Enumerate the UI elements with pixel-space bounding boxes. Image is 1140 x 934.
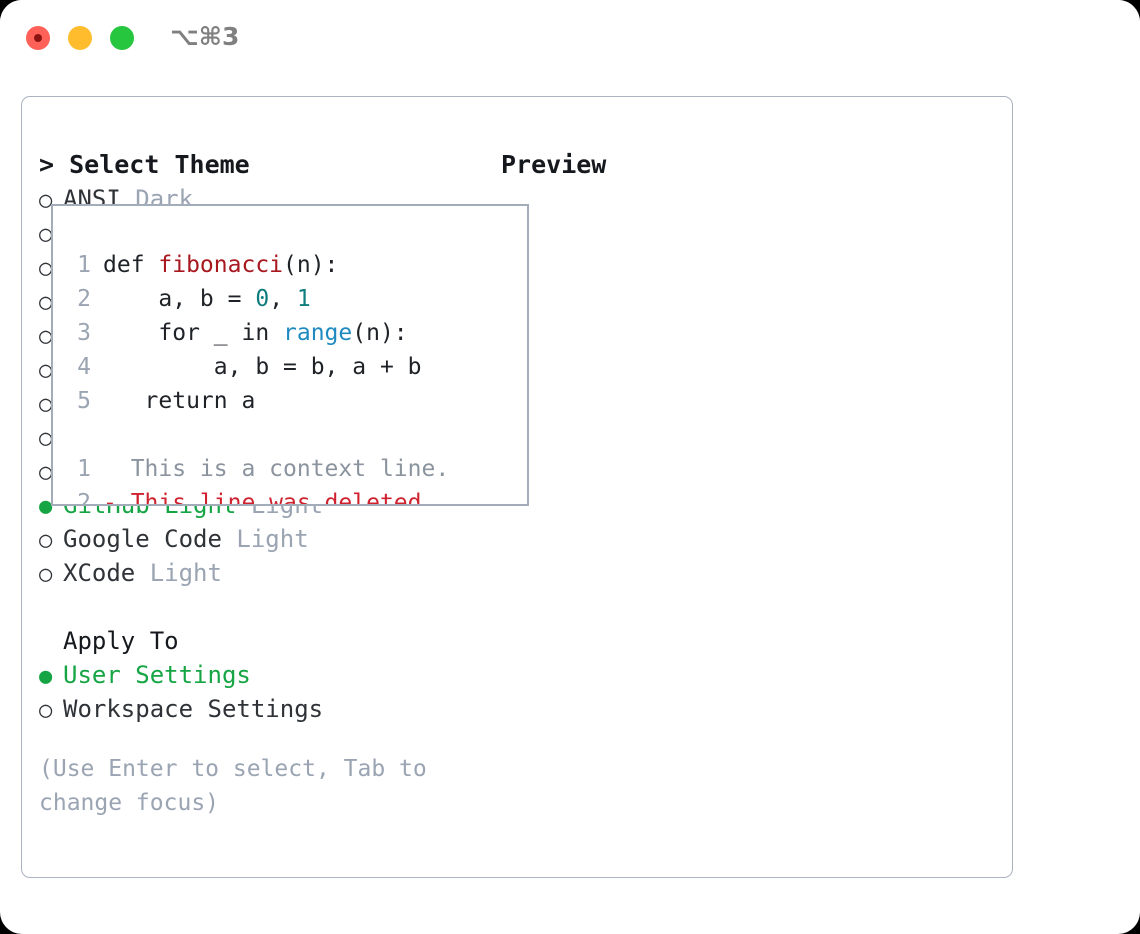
radio-icon: ○: [39, 426, 53, 451]
apply-to-option-label: Workspace Settings: [63, 695, 324, 723]
theme-option-variant: Light: [236, 525, 309, 553]
line-number: 2: [77, 490, 91, 506]
diff-text: This is a context line.: [103, 456, 450, 482]
code-line: 4 a, b = b, a + b: [65, 350, 525, 384]
line-number: 3: [77, 320, 91, 346]
diff-text: - This line was deleted.: [103, 490, 436, 506]
theme-option-suffix: [222, 522, 236, 556]
code-line: 2 a, b = 0 , 1: [65, 282, 525, 316]
radio-icon: ○: [39, 324, 53, 349]
diff-line-context: 1 This is a context line.: [65, 452, 525, 486]
radio-icon: ○: [39, 392, 53, 417]
code-segment: ,: [269, 286, 297, 312]
line-number: 2: [77, 286, 91, 312]
theme-option-label: XCode: [63, 559, 136, 587]
code-segment-call: range: [283, 320, 353, 346]
code-preview: 1 def fibonacci (n): 2 a, b = 0 , 1 3 fo…: [65, 248, 525, 506]
code-segment-function: fibonacci: [158, 252, 284, 278]
code-segment: a, b =: [103, 286, 256, 312]
section-spacer: [39, 590, 489, 624]
code-segment: def: [103, 252, 159, 278]
theme-option-suffix: [135, 556, 149, 590]
code-segment: (n):: [352, 320, 408, 346]
preview-column: Preview: [501, 148, 996, 182]
preview-header: Preview: [501, 150, 607, 179]
close-window-button[interactable]: [26, 26, 50, 50]
code-segment: for _ in: [103, 320, 284, 346]
radio-icon: ○: [39, 188, 53, 213]
theme-option-google-code[interactable]: ○ Google Code Light: [39, 522, 489, 556]
apply-to-option-list[interactable]: ● User Settings ○ Workspace Settings: [39, 658, 489, 726]
apply-to-option-workspace-settings[interactable]: ○ Workspace Settings: [39, 692, 489, 726]
theme-option-xcode[interactable]: ○ XCode Light: [39, 556, 489, 590]
code-segment-number: 1: [296, 286, 311, 312]
code-segment: a, b = b, a + b: [103, 354, 422, 380]
radio-selected-icon: ●: [39, 664, 53, 689]
radio-icon: ○: [39, 460, 53, 485]
minimize-window-button[interactable]: [68, 26, 92, 50]
title-bar: ⌥⌘3: [0, 0, 1140, 78]
radio-icon: ○: [39, 562, 53, 587]
line-number: 1: [77, 252, 91, 278]
theme-option-variant: Light: [149, 559, 222, 587]
line-number: 1: [77, 456, 91, 482]
code-segment-number: 0: [255, 286, 270, 312]
apply-to-title: Apply To: [63, 627, 179, 655]
diff-line-deleted: 2 - This line was deleted.: [65, 486, 525, 506]
zoom-window-button[interactable]: [110, 26, 134, 50]
preview-box: 1 def fibonacci (n): 2 a, b = 0 , 1 3 fo…: [51, 204, 529, 506]
line-number: 4: [77, 354, 91, 380]
radio-icon: ○: [39, 256, 53, 281]
radio-icon: ○: [39, 290, 53, 315]
line-number: 5: [77, 388, 91, 414]
radio-icon: ○: [39, 222, 53, 247]
radio-selected-icon: ●: [39, 494, 53, 519]
code-segment: (n):: [283, 252, 339, 278]
code-blank-line: [65, 418, 525, 452]
keyboard-hint-text: (Use Enter to select, Tab to change focu…: [39, 756, 441, 816]
theme-option-label: Google Code: [63, 525, 222, 553]
radio-icon: ○: [39, 528, 53, 553]
code-segment: return a: [103, 388, 256, 414]
radio-icon: ○: [39, 358, 53, 383]
radio-icon: ○: [39, 698, 53, 723]
apply-to-option-user-settings[interactable]: ● User Settings: [39, 658, 489, 692]
content-panel: > Select Theme ○ ANSI Dark ○ Atom One Da…: [21, 96, 1013, 878]
apply-to-option-label: User Settings: [63, 661, 251, 689]
traffic-lights: [26, 26, 134, 50]
code-line: 5 return a: [65, 384, 525, 418]
window-title: ⌥⌘3: [170, 22, 240, 51]
code-line: 3 for _ in range (n):: [65, 316, 525, 350]
code-line: 1 def fibonacci (n):: [65, 248, 525, 282]
select-theme-header: > Select Theme: [39, 150, 250, 179]
